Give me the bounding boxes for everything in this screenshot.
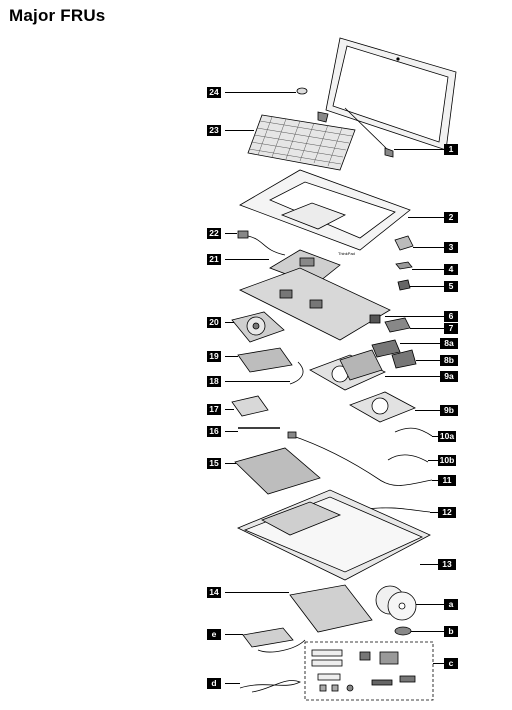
palmrest-part: ThinkPad (239, 169, 411, 256)
card-8a-part (371, 339, 401, 358)
card-7-part (384, 317, 411, 333)
leader-23 (225, 130, 254, 131)
storage-drive-9a-part (309, 349, 386, 391)
cable-antenna-part (287, 431, 433, 486)
callout-label: 17 (207, 404, 221, 415)
leader-c (433, 663, 444, 664)
page-title: Major FRUs (9, 6, 106, 25)
callout-label: 22 (207, 228, 221, 239)
callout-label: 16 (207, 426, 221, 437)
callout-label: 24 (207, 87, 221, 98)
callout-label: 20 (207, 317, 221, 328)
base-cover-part (237, 489, 431, 581)
callout-label: a (444, 599, 458, 610)
ac-adapter-part (242, 627, 306, 653)
connector-part (237, 230, 286, 256)
leader-9b (415, 410, 440, 411)
cable-10b-part (387, 454, 429, 463)
card-8b-part (391, 349, 417, 369)
leader-13 (420, 564, 438, 565)
misc-parts-kit (304, 641, 434, 701)
storage-drive-9b-part (349, 391, 416, 423)
callout-label: 12 (438, 507, 456, 518)
leader-b (411, 631, 444, 632)
callout-label: e (207, 629, 221, 640)
leader-4 (412, 269, 444, 270)
small-card-part (394, 235, 414, 251)
callout-label: b (444, 626, 458, 637)
leader-12 (430, 512, 438, 513)
lcd-assembly-part (317, 37, 457, 158)
leader-10a (432, 436, 438, 437)
leader-6 (385, 316, 444, 317)
callout-label: 14 (207, 587, 221, 598)
small-bracket-part (397, 279, 411, 291)
callout-label: 5 (444, 281, 458, 292)
callout-label: 1 (444, 144, 458, 155)
leader-8a (400, 343, 440, 344)
leader-e (225, 634, 243, 635)
callout-label: 11 (438, 475, 456, 486)
callout-label: 7 (444, 323, 458, 334)
leader-9a (385, 376, 440, 377)
memory-part (237, 347, 293, 373)
bracket-b-part (394, 626, 412, 636)
power-cord-part (239, 680, 301, 693)
cable-10a-part (394, 427, 433, 437)
leader-11 (432, 480, 438, 481)
leader-19 (225, 356, 238, 357)
battery-part (234, 447, 321, 495)
callout-label: 23 (207, 125, 221, 136)
fan-part (231, 311, 285, 343)
callout-label: 18 (207, 376, 221, 387)
leader-d (225, 683, 240, 684)
leader-1 (394, 149, 444, 150)
leader-3 (413, 247, 444, 248)
leader-20 (225, 322, 234, 323)
callout-label: 8b (440, 355, 458, 366)
leader-14 (225, 592, 289, 593)
callout-label: 13 (438, 559, 456, 570)
callout-label: 4 (444, 264, 458, 275)
cover-17-part (231, 395, 269, 417)
leader-24 (225, 92, 296, 93)
callout-label: 3 (444, 242, 458, 253)
callout-label: 2 (444, 212, 458, 223)
leader-10b (428, 460, 438, 461)
leader-5 (410, 286, 444, 287)
callout-label: d (207, 678, 221, 689)
callout-label: 10a (438, 431, 456, 442)
keyboard-part (247, 114, 356, 171)
cable-18-part (289, 361, 304, 385)
leader-a (416, 604, 444, 605)
callout-label: 15 (207, 458, 221, 469)
callout-label: 10b (438, 455, 456, 466)
leader-21 (225, 259, 269, 260)
leader-16 (225, 431, 238, 432)
callout-label: 9a (440, 371, 458, 382)
leader-2 (408, 217, 444, 218)
leader-15 (225, 463, 236, 464)
recovery-discs-part (375, 585, 417, 621)
callout-label: c (444, 658, 458, 669)
leader-22 (225, 233, 237, 234)
small-board-part (395, 261, 413, 270)
camera-part (296, 87, 308, 95)
leader-8b (416, 360, 440, 361)
callout-label: 19 (207, 351, 221, 362)
battery-front-part (289, 584, 373, 633)
callout-label: 8a (440, 338, 458, 349)
leader-18 (225, 381, 290, 382)
leader-17 (225, 409, 234, 410)
palmrest-brand-text: ThinkPad (338, 251, 355, 256)
callout-label: 21 (207, 254, 221, 265)
leader-7 (410, 328, 444, 329)
callout-label: 9b (440, 405, 458, 416)
system-board-part (238, 267, 391, 341)
callout-label: 6 (444, 311, 458, 322)
